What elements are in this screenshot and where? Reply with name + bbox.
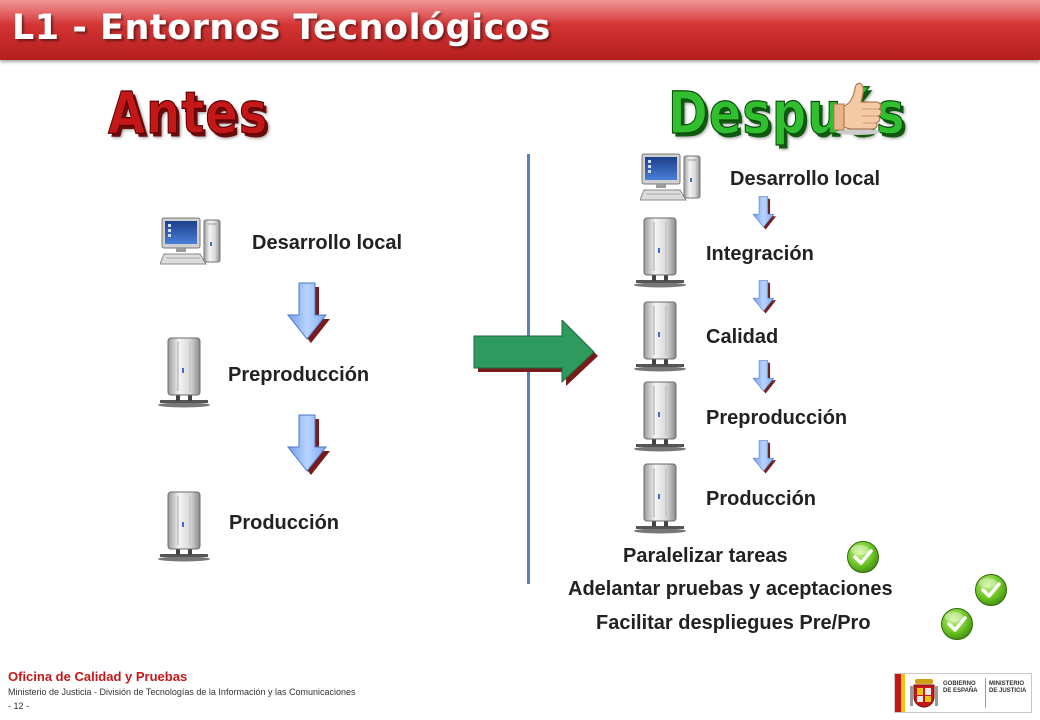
server-tower-icon bbox=[630, 380, 690, 452]
checkmark-icon bbox=[974, 573, 1008, 607]
server-tower-icon bbox=[630, 216, 690, 288]
antes-item-preproduccion: Preproducción bbox=[228, 364, 370, 386]
down-arrow-icon bbox=[742, 280, 786, 314]
logo-gobierno-text: GOBIERNO DE ESPAÑA bbox=[943, 681, 978, 694]
despues-item-desarrollo-local: Desarrollo local bbox=[730, 168, 881, 190]
thumbs-up-icon bbox=[833, 82, 882, 135]
down-arrow-icon bbox=[286, 282, 330, 344]
despues-item-integracion: Integración bbox=[706, 243, 814, 265]
ministry-logo: GOBIERNO DE ESPAÑA MINISTERIO DE JUSTICI… bbox=[894, 673, 1032, 713]
down-arrow-icon bbox=[742, 440, 786, 474]
footer-office: Oficina de Calidad y Pruebas bbox=[8, 669, 188, 684]
desktop-computer-icon bbox=[160, 214, 224, 270]
checkmark-icon bbox=[846, 540, 880, 574]
server-tower-icon bbox=[630, 462, 690, 534]
down-arrow-icon bbox=[286, 414, 330, 476]
right-arrow-icon bbox=[473, 320, 598, 386]
footer-ministry: Ministerio de Justicia - División de Tec… bbox=[8, 687, 356, 697]
logo-ministerio-text: MINISTERIO DE JUSTICIA bbox=[989, 681, 1027, 694]
benefit-facilitar: Facilitar despliegues Pre/Pro bbox=[596, 612, 871, 634]
benefit-adelantar: Adelantar pruebas y aceptaciones bbox=[568, 578, 893, 600]
logo-yellow-band bbox=[901, 674, 905, 712]
checkmark-icon bbox=[940, 607, 974, 641]
page-number: - 12 - bbox=[8, 701, 30, 711]
despues-item-calidad: Calidad bbox=[706, 326, 779, 348]
antes-item-produccion: Producción bbox=[229, 512, 340, 534]
server-tower-icon bbox=[630, 300, 690, 372]
antes-heading: Antes bbox=[107, 79, 269, 148]
down-arrow-icon bbox=[742, 196, 786, 230]
benefit-paralelizar: Paralelizar tareas bbox=[623, 545, 788, 567]
down-arrow-icon bbox=[742, 360, 786, 394]
desktop-computer-icon bbox=[640, 150, 704, 206]
logo-separator bbox=[985, 678, 986, 708]
despues-item-produccion: Producción bbox=[706, 488, 817, 510]
logo-red-band bbox=[895, 674, 901, 712]
title-bar: L1 - Entornos Tecnológicos bbox=[0, 0, 1040, 60]
server-tower-icon bbox=[154, 336, 214, 408]
slide-title: L1 - Entornos Tecnológicos bbox=[12, 8, 551, 48]
antes-item-desarrollo-local: Desarrollo local bbox=[252, 232, 403, 254]
coat-of-arms-icon bbox=[910, 679, 938, 708]
despues-item-preproduccion: Preproducción bbox=[706, 407, 848, 429]
server-tower-icon bbox=[154, 490, 214, 562]
